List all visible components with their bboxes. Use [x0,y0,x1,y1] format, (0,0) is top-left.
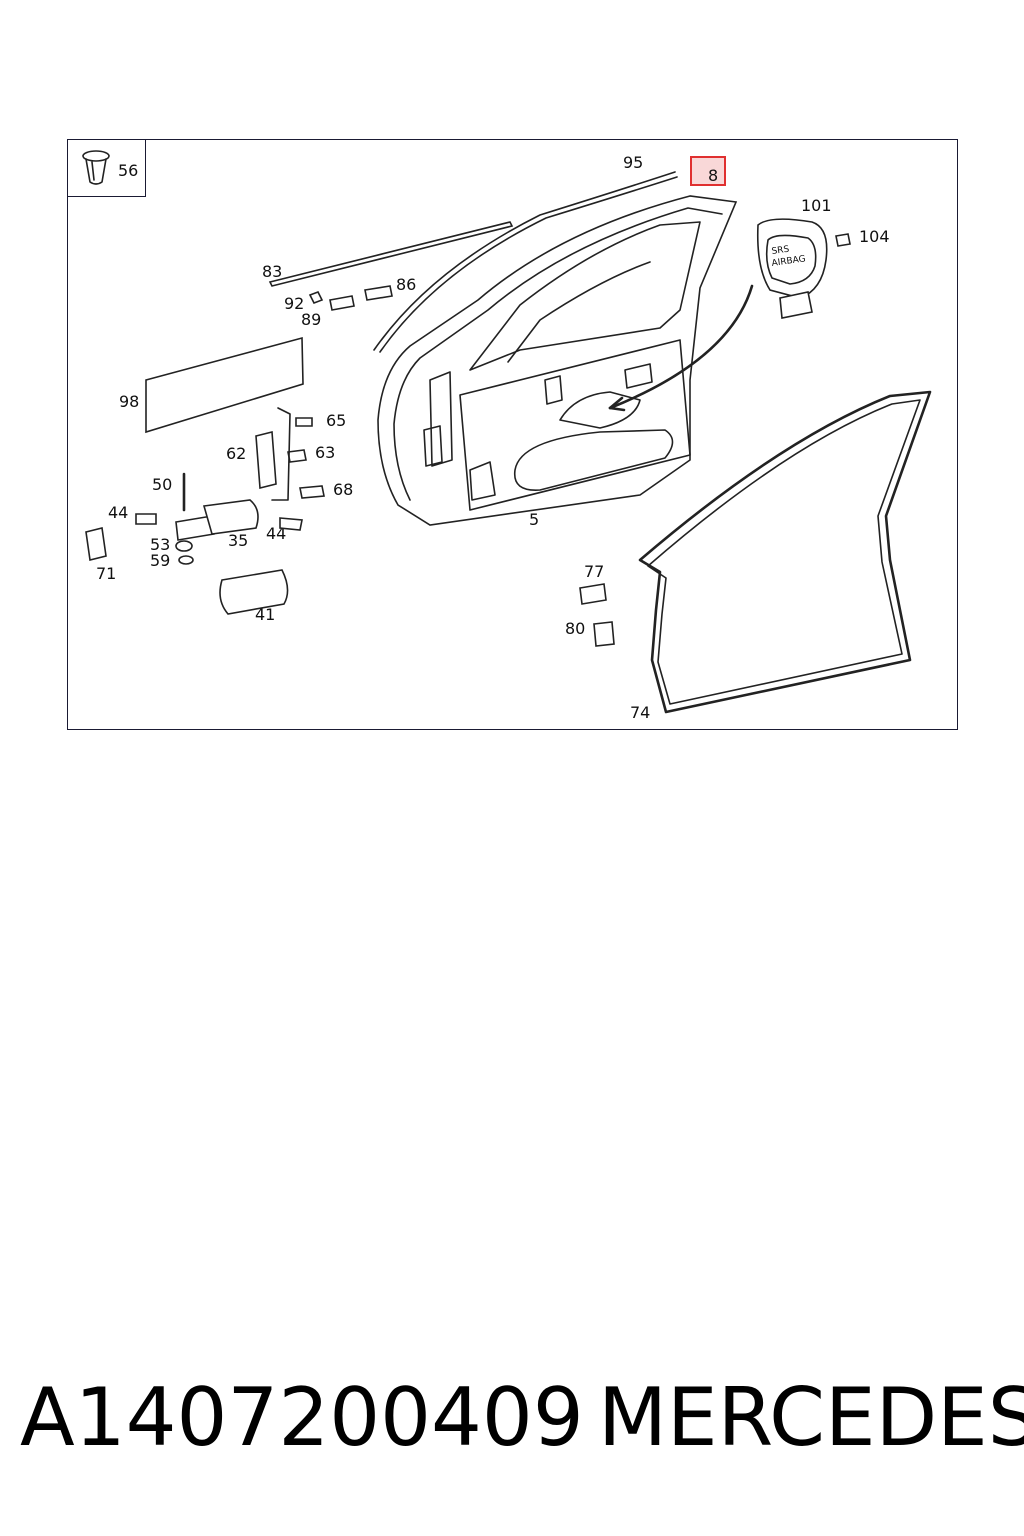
label-8: 8 [708,166,718,185]
airbag-text: AIRBAG [771,254,806,269]
door-shell [377,195,738,526]
door-seal [638,390,932,714]
legend-box [68,140,146,197]
label-98: 98 [119,392,139,411]
label-62: 62 [226,444,246,463]
label-101: 101 [801,196,832,215]
label-89: 89 [301,310,321,329]
label-68: 68 [333,480,353,499]
label-71: 71 [96,564,116,583]
label-104: 104 [859,227,890,246]
label-92: 92 [284,294,304,313]
brand-name: MERCEDES [598,1371,1024,1464]
airbag-srs-text: SRS [771,245,790,257]
label-56: 56 [118,161,138,180]
label-50: 50 [152,475,172,494]
label-59: 59 [150,551,170,570]
label-95: 95 [623,153,643,172]
parts-diagram-frame [67,139,958,730]
label-53: 53 [150,535,170,554]
label-74: 74 [630,703,650,722]
label-65: 65 [326,411,346,430]
part-number: A1407200409 [20,1371,584,1464]
airbag-module: SRS AIRBAG [756,218,828,319]
exploded-view-drawing: 56 8 95 83 92 89 86 98 5 SRS AIRBAG [82,150,932,722]
label-63: 63 [315,443,335,462]
label-41: 41 [255,605,275,624]
label-80: 80 [565,619,585,638]
label-44-left: 44 [108,503,128,522]
label-5: 5 [529,510,539,529]
label-35: 35 [228,531,248,550]
highlight-box-8 [690,156,726,186]
label-83: 83 [262,262,282,281]
label-77: 77 [584,562,604,581]
label-86: 86 [396,275,416,294]
grommet-icon [82,150,110,185]
